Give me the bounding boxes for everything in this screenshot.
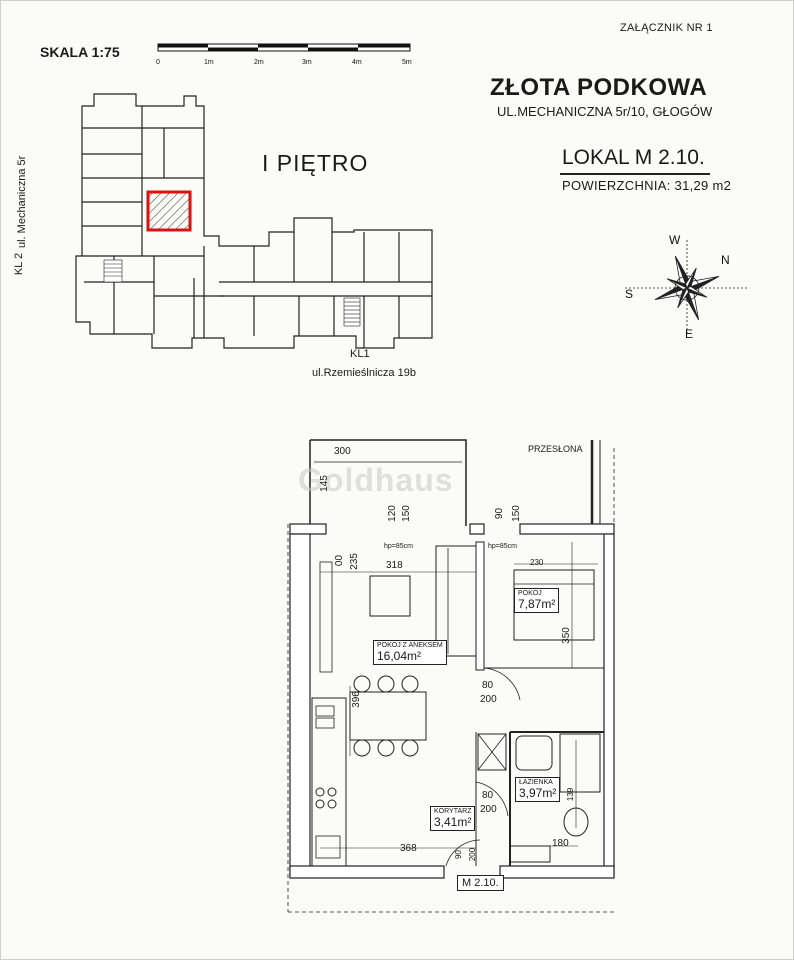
dim-350: 350 [560, 627, 572, 644]
dim-hp1: hp=85cm [384, 543, 413, 550]
unit-plan [287, 439, 615, 913]
room-living: POKÓJ Z ANEKSEM 16,04m² [373, 640, 447, 665]
unit-label: LOKAL M 2.10. [562, 146, 705, 169]
room-bedroom-name: POKÓJ [518, 590, 542, 597]
street-left-label: ul. Mechaniczna 5r [16, 155, 28, 248]
site-plan [75, 93, 433, 349]
blind-label: PRZESŁONA [528, 444, 583, 454]
unit-area: POWIERZCHNIA: 31,29 m2 [562, 178, 732, 193]
dim-150b: 150 [510, 505, 522, 522]
door2-width: 80 [482, 790, 494, 801]
door1-height: 200 [480, 694, 497, 705]
dim-150a: 150 [400, 505, 412, 522]
dim-balcony-depth: 145 [318, 475, 330, 492]
scale-bar: 0 1m 2m 3m 4m 5m [156, 43, 412, 66]
dim-180: 180 [552, 838, 569, 849]
watermark: Goldhaus [298, 462, 454, 498]
dim-368: 368 [400, 843, 417, 854]
door2-height: 200 [480, 804, 497, 815]
room-living-name: POKÓJ Z ANEKSEM [377, 642, 443, 649]
door3-width: 90 [453, 850, 463, 859]
dim-120: 120 [386, 505, 398, 522]
scale-tick: 1m [204, 59, 214, 66]
street-bottom-label: ul.Rzemieślnicza 19b [312, 367, 416, 379]
compass-n: N [721, 253, 730, 267]
compass-s: S [625, 287, 633, 301]
room-bedroom: POKÓJ 7,87m² [514, 588, 560, 613]
door1-width: 80 [482, 680, 494, 691]
scale-tick: 2m [254, 59, 264, 66]
floor-label: I PIĘTRO [262, 150, 369, 176]
room-bathroom-name: ŁAZIENKA [519, 779, 553, 786]
project-title: ZŁOTA PODKOWA [490, 74, 708, 101]
kl1-label: KL1 [350, 348, 370, 360]
room-bathroom: ŁAZIENKA 3,97m² [515, 777, 561, 802]
unit-underline [560, 173, 710, 175]
compass-icon: W N S E [625, 233, 749, 341]
dim-balcony-width: 300 [334, 446, 351, 457]
door3-height: 200 [468, 847, 478, 862]
room-hallway: KORYTARZ 3,41m² [430, 806, 476, 831]
dim-318: 318 [386, 560, 403, 571]
kl2-label: KL 2 [13, 252, 26, 276]
room-hallway-area: 3,41m² [434, 815, 472, 829]
room-hallway-name: KORYTARZ [434, 808, 472, 815]
dim-00: 00 [334, 554, 346, 567]
compass-w: W [669, 233, 681, 247]
project-address: UL.MECHANICZNA 5r/10, GŁOGÓW [497, 104, 713, 119]
scale-tick: 0 [156, 59, 160, 66]
dim-139: 139 [566, 787, 576, 802]
scale-tick: 4m [352, 59, 362, 66]
dim-396: 396 [350, 691, 362, 708]
room-bedroom-area: 7,87m² [518, 597, 556, 611]
scale-tick: 3m [302, 59, 312, 66]
dim-230: 230 [530, 558, 544, 567]
dim-235: 235 [348, 553, 360, 570]
highlighted-unit [146, 190, 192, 232]
dim-hp2: hp=85cm [488, 543, 517, 550]
dim-90a: 90 [494, 507, 506, 520]
room-bathroom-area: 3,97m² [519, 786, 557, 800]
scale-label: SKALA 1:75 [40, 44, 120, 60]
room-living-area: 16,04m² [377, 649, 422, 663]
unit-tag: M 2.10. [457, 875, 504, 891]
annex-label: ZAŁĄCZNIK NR 1 [620, 22, 713, 34]
compass-e: E [685, 327, 693, 341]
scale-tick: 5m [402, 59, 412, 66]
